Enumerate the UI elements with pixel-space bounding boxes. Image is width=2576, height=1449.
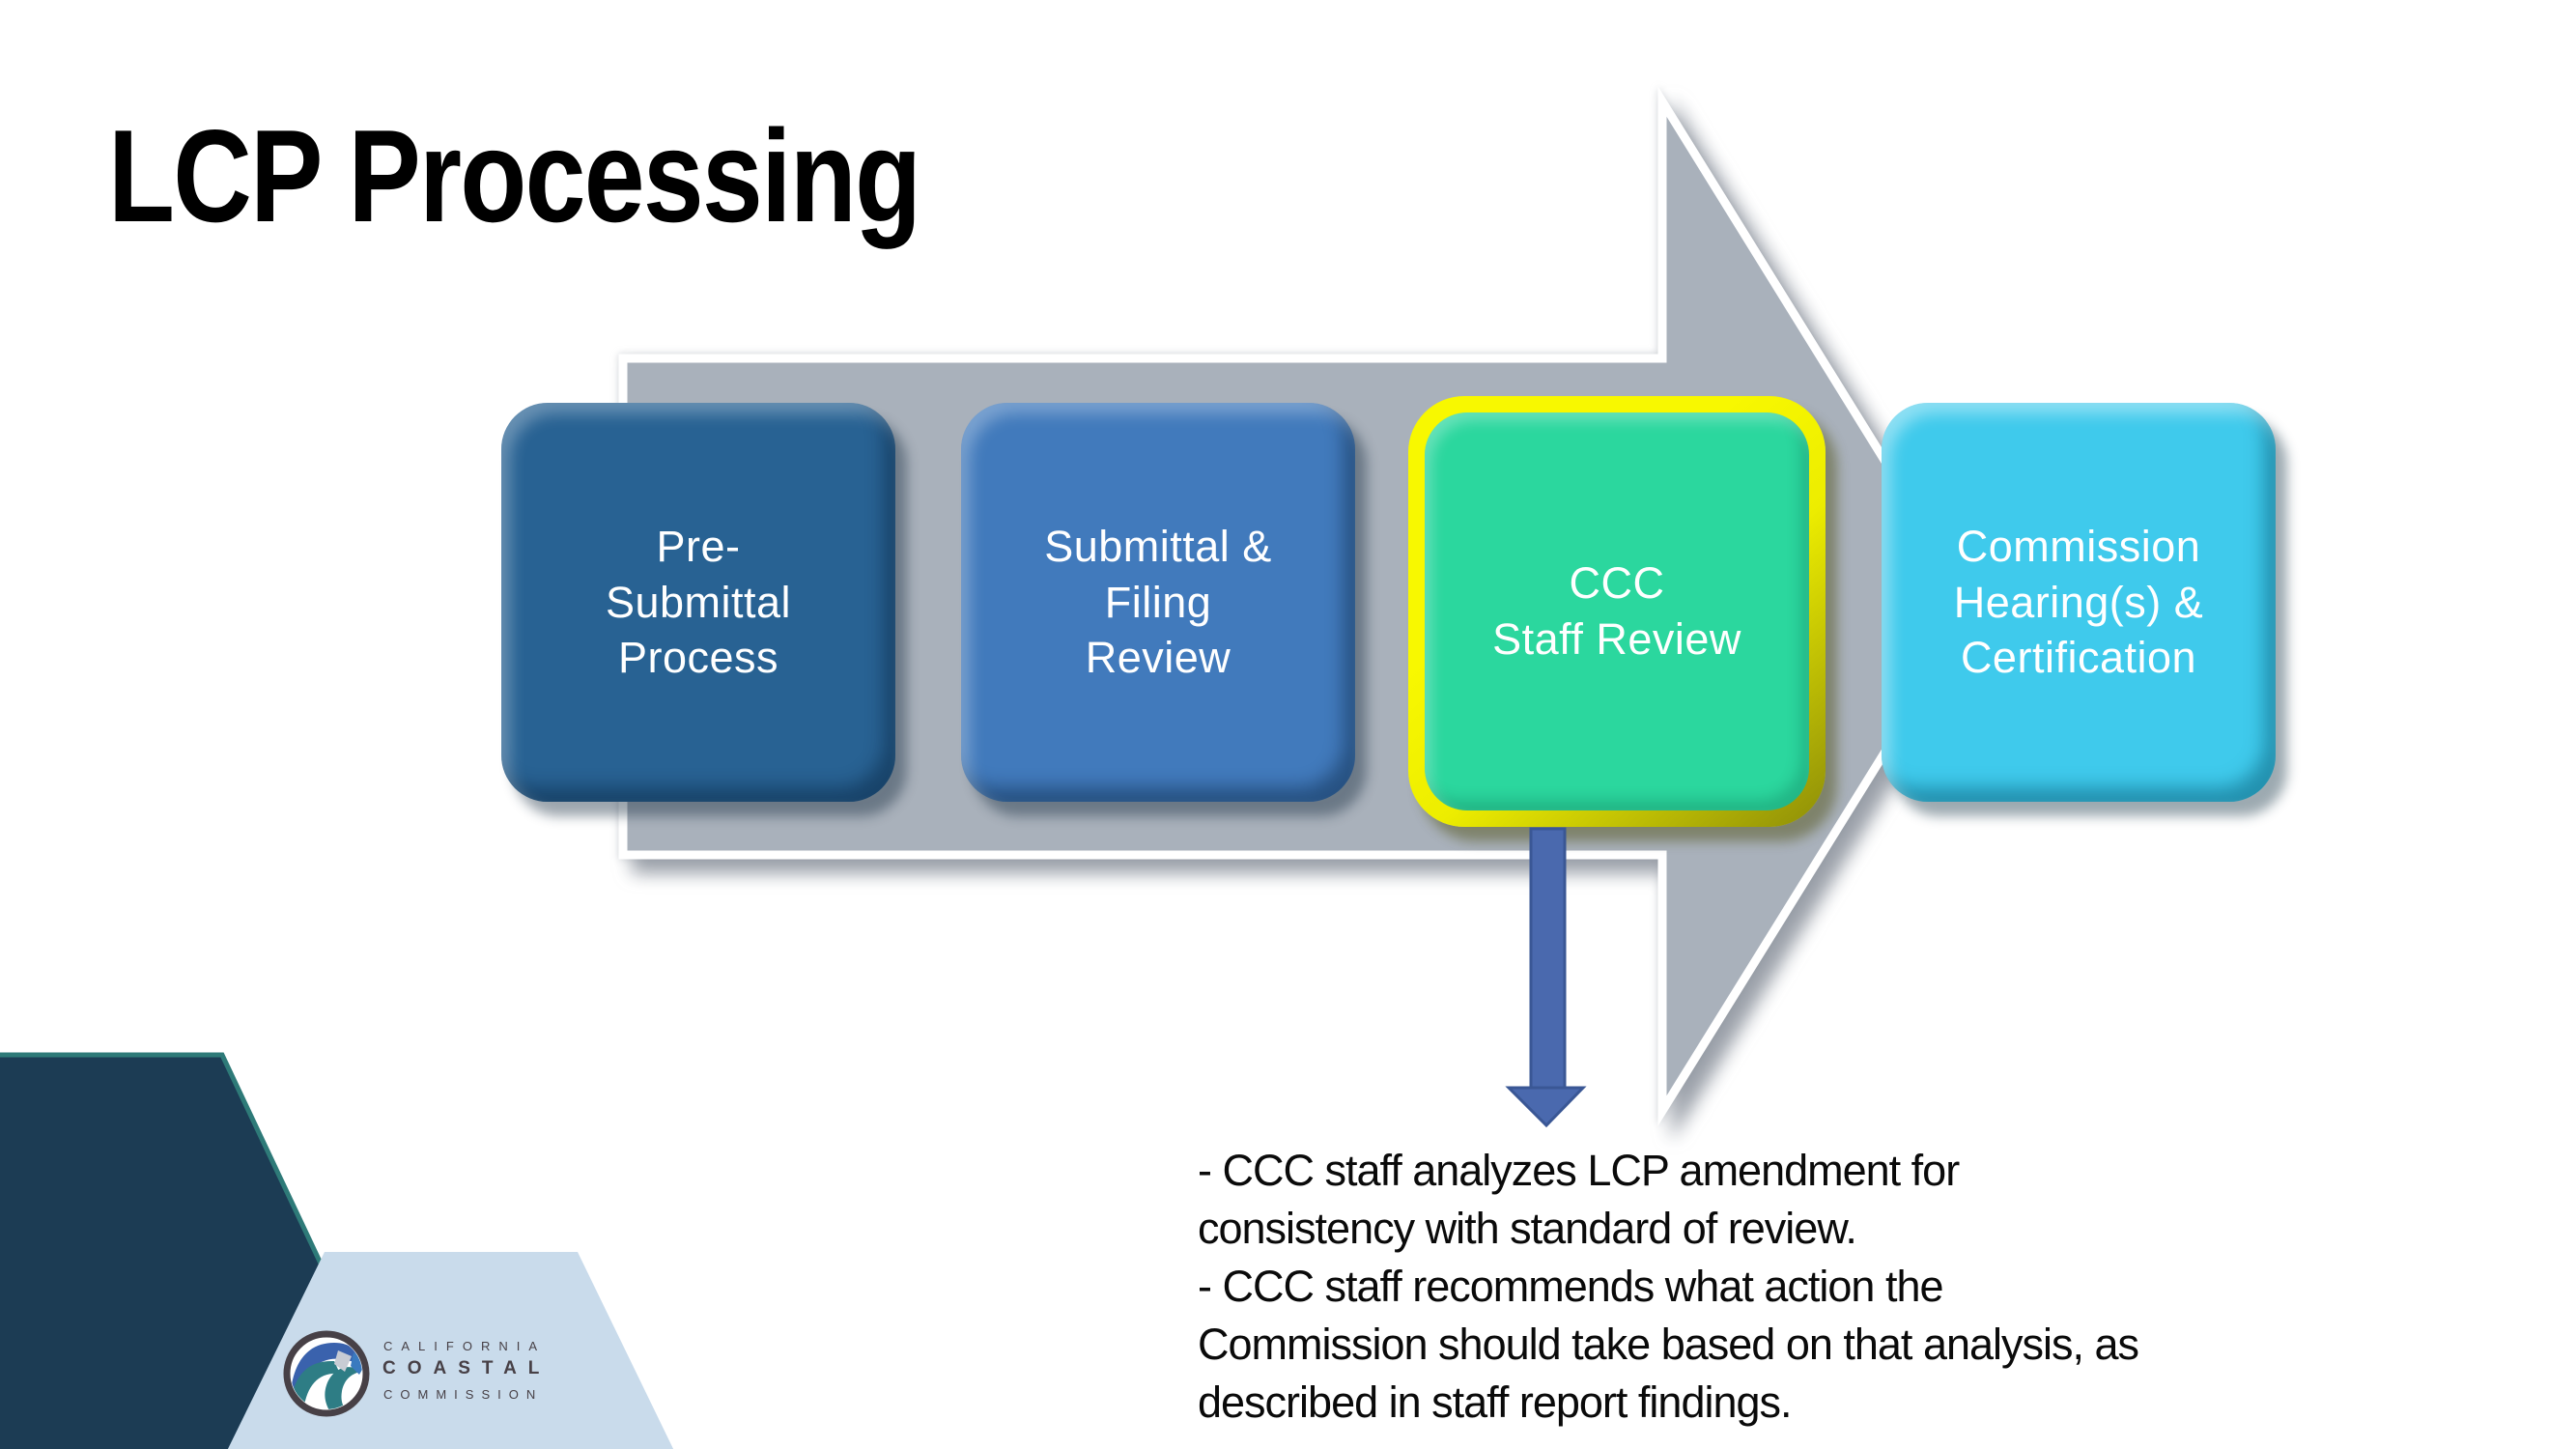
step-box-label: Pre- Submittal Process <box>605 522 792 683</box>
step-box-label: Submittal & Filing Review <box>1044 522 1272 683</box>
step-box-ccc-staff-review: CCC Staff Review <box>1425 412 1809 810</box>
step-box-label: CCC Staff Review <box>1492 558 1741 664</box>
logo-text-california: CALIFORNIA <box>383 1339 547 1353</box>
callout-text: - CCC staff analyzes LCP amendment for c… <box>1198 1146 2139 1427</box>
step-box-ccc-staff-review-border: CCC Staff Review <box>1408 396 1826 827</box>
logo-text-commission: COMMISSION <box>383 1387 544 1402</box>
page-title: LCP Processing <box>108 102 921 249</box>
logo-text-coastal: COASTAL <box>382 1358 552 1378</box>
down-arrow-icon <box>1505 827 1587 1128</box>
step-box-pre-submittal: Pre- Submittal Process <box>501 403 895 802</box>
step-box-submittal-filing: Submittal & Filing Review <box>961 403 1355 802</box>
step-box-label: Commission Hearing(s) & Certification <box>1953 522 2204 683</box>
coastal-commission-wave-icon <box>283 1330 370 1417</box>
step-box-commission-hearing: Commission Hearing(s) & Certification <box>1882 403 2276 802</box>
